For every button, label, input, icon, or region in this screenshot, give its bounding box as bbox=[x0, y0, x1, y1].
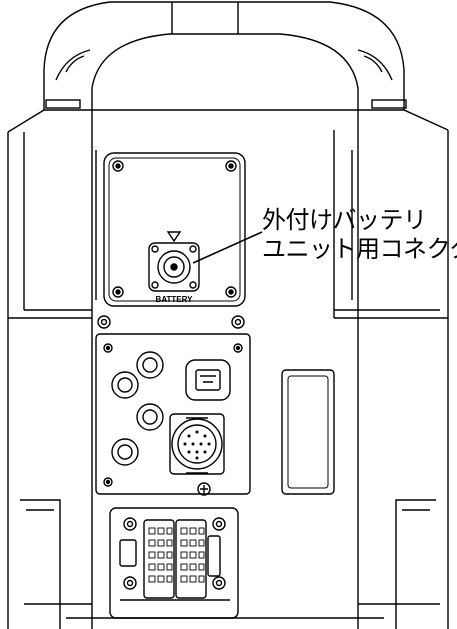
right-side-panel bbox=[333, 130, 449, 629]
handle-seam bbox=[171, 2, 239, 34]
battery-label: BATTERY bbox=[156, 295, 194, 304]
lan-port bbox=[185, 359, 231, 401]
callout-line-1: 外付けバッテリ bbox=[262, 206, 427, 234]
round-port bbox=[136, 351, 164, 379]
side-hatch bbox=[281, 369, 335, 495]
handle-outer bbox=[43, 1, 405, 110]
round-port bbox=[111, 438, 139, 466]
center-spine bbox=[91, 110, 359, 629]
round-port bbox=[111, 371, 139, 399]
connector-panel bbox=[95, 333, 251, 495]
handle-inner bbox=[91, 33, 359, 110]
callout-leader bbox=[192, 231, 263, 264]
multipin-connector bbox=[169, 413, 225, 475]
ground-screw bbox=[197, 482, 211, 496]
battery-connector bbox=[148, 242, 200, 292]
battery-panel bbox=[103, 152, 246, 307]
left-side-panel bbox=[7, 132, 92, 629]
body-shoulder bbox=[7, 109, 449, 133]
callout-label: 外付けバッテリ ユニット用コネクタ bbox=[262, 206, 457, 264]
callout-line-2: ユニット用コネクタ bbox=[262, 235, 457, 263]
round-port bbox=[136, 403, 164, 431]
